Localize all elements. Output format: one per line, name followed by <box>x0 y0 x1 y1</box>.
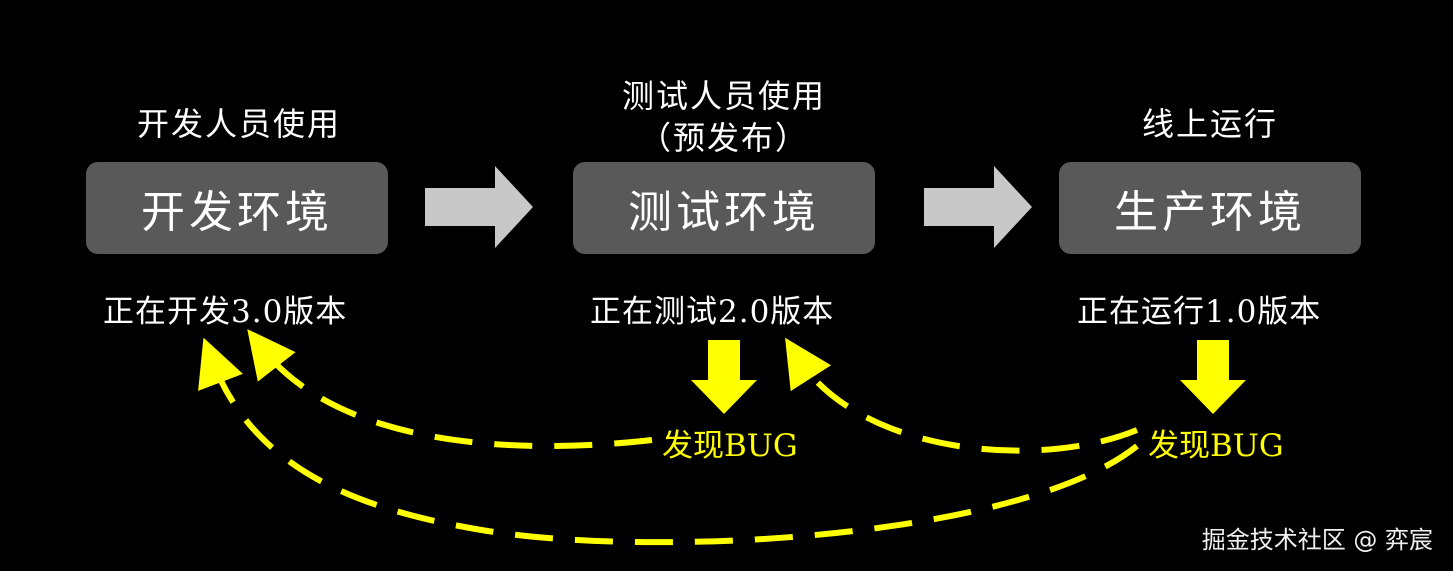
prod-status: 正在运行1.0版本 <box>1077 294 1322 330</box>
test-role-label: 测试人员使用 （预发布） <box>573 75 875 159</box>
yellow-down-arrow-prod <box>1180 340 1246 414</box>
gray-arrow-test-to-prod <box>924 166 1032 248</box>
dev-role-label: 开发人员使用 <box>88 103 390 145</box>
test-bug-label: 发现BUG <box>662 428 798 464</box>
prod-role-label: 线上运行 <box>1059 103 1361 145</box>
gray-arrow-dev-to-test <box>425 166 533 248</box>
prod-env-box: 生产环境 <box>1059 162 1361 254</box>
test-env-box: 测试环境 <box>573 162 875 254</box>
prod-env-label: 生产环境 <box>1114 187 1306 238</box>
test-env-label: 测试环境 <box>628 187 820 238</box>
dev-status: 正在开发3.0版本 <box>103 294 348 330</box>
yellow-down-arrow-test <box>691 340 757 414</box>
prod-bug-label: 发现BUG <box>1148 428 1284 464</box>
dev-role-line1: 开发人员使用 <box>136 105 341 143</box>
prod-role-line1: 线上运行 <box>1141 105 1278 143</box>
test-status: 正在测试2.0版本 <box>590 294 835 330</box>
bug-feedback-test-to-dev <box>247 329 653 450</box>
dev-env-label: 开发环境 <box>141 187 333 238</box>
test-role-line2: （预发布） <box>638 119 809 157</box>
dev-env-box: 开发环境 <box>86 162 388 254</box>
bug-feedback-prod-to-test <box>785 337 1139 454</box>
test-role-line1: 测试人员使用 <box>621 77 826 115</box>
bug-feedback-prod-to-dev <box>198 337 1139 546</box>
watermark: 掘金技术社区 @ 弈宸 <box>1201 526 1433 554</box>
